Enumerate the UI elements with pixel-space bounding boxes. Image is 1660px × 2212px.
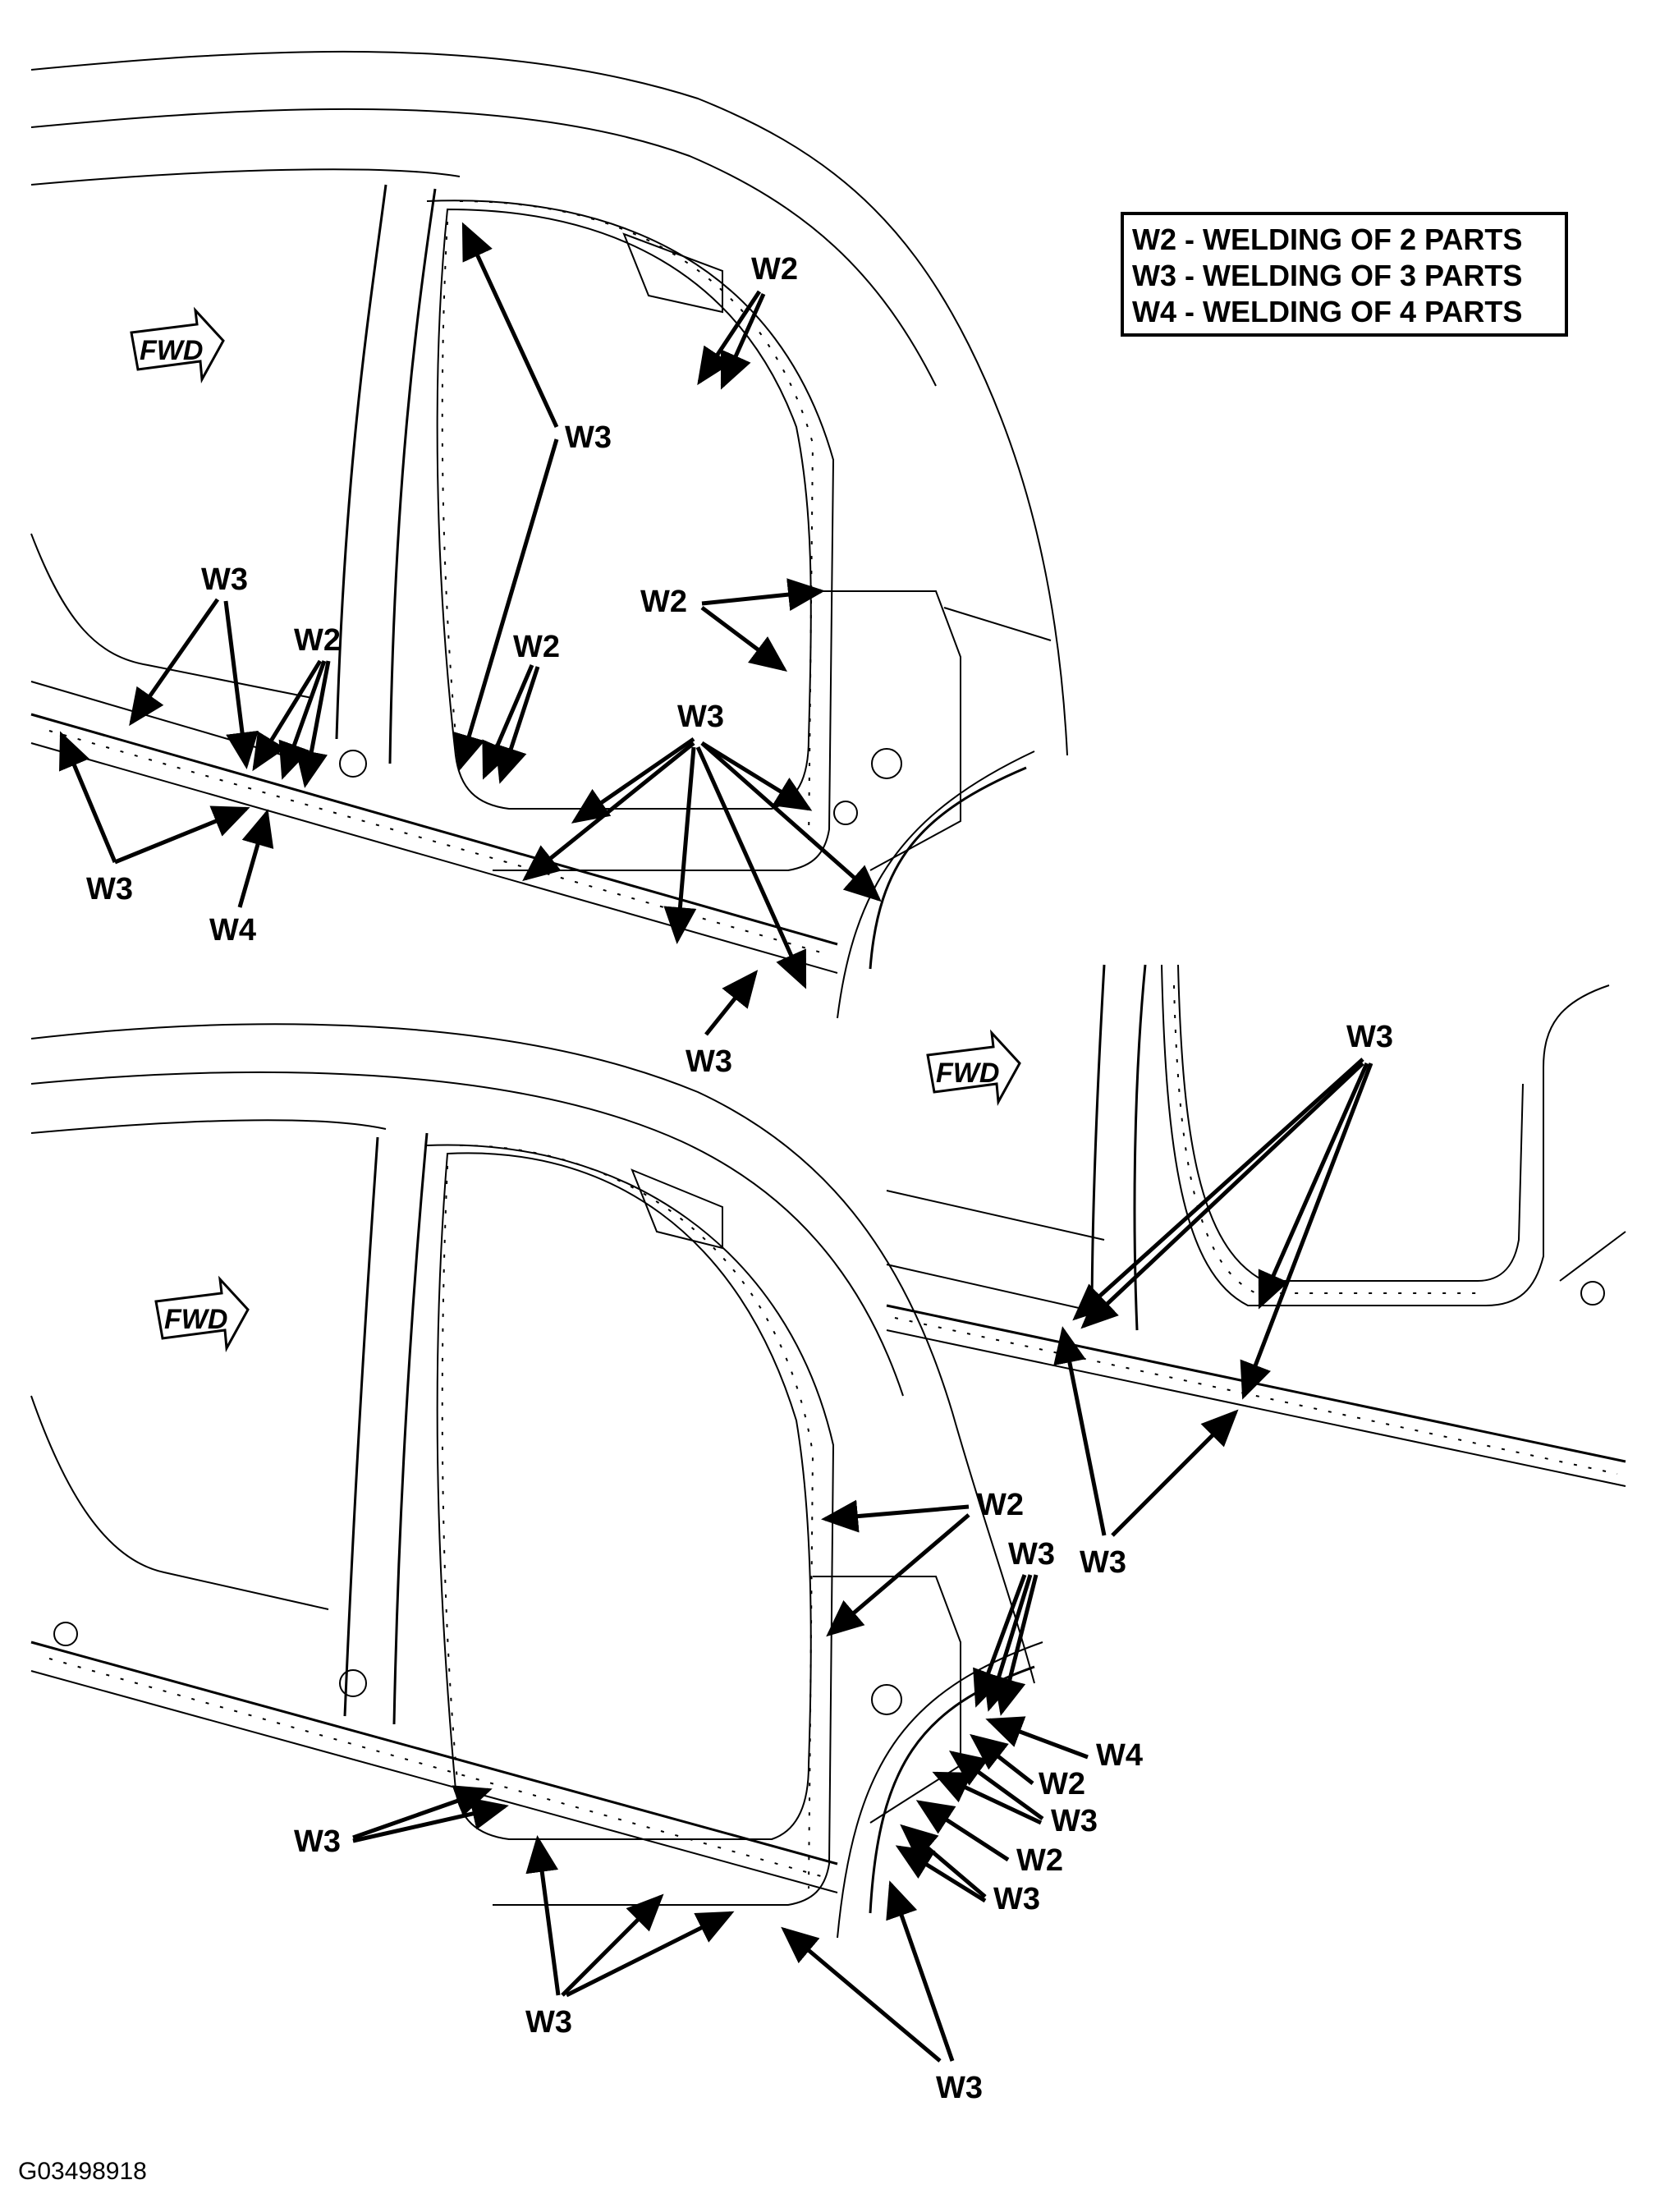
detail-fwd-arrow: FWD — [926, 1029, 1021, 1106]
upper-fwd-label: FWD — [140, 335, 203, 366]
callout-w3: W3 — [677, 700, 724, 734]
callout-w2: W2 — [977, 1488, 1024, 1522]
callout-w2: W2 — [1016, 1843, 1063, 1878]
lower-callouts: W2 W3 W4 W2 W3 W2 W3 W3 W3 W3 — [294, 1488, 1143, 2105]
legend-item-w4: W4 - WELDING OF 4 PARTS — [1132, 295, 1523, 328]
detail-fwd-label: FWD — [936, 1058, 999, 1089]
detail-body-side-view — [886, 964, 1626, 1487]
callout-w2: W2 — [640, 585, 687, 619]
upper-callouts: W2 W3 W2 W3 W2 W2 W3 W3 W4 W3 — [59, 222, 882, 1079]
callout-w3: W3 — [686, 1044, 732, 1079]
callout-w3: W3 — [936, 2071, 983, 2105]
figure-id: G03498918 — [18, 2158, 147, 2185]
callout-w2: W2 — [1039, 1767, 1085, 1801]
legend-item-w3: W3 - WELDING OF 3 PARTS — [1132, 259, 1523, 292]
lower-body-side-view — [30, 1023, 1043, 1939]
callout-w2: W2 — [513, 630, 560, 664]
callout-w3: W3 — [1080, 1545, 1126, 1580]
lower-fwd-label: FWD — [164, 1304, 227, 1335]
lower-fwd-arrow: FWD — [154, 1275, 250, 1352]
callout-w3: W3 — [1008, 1537, 1055, 1572]
callout-w4: W4 — [209, 913, 256, 948]
callout-w3: W2 — [294, 623, 341, 658]
callout-w2: W2 — [751, 252, 798, 287]
callout-w2: W3 — [201, 562, 248, 597]
callout-w3: W3 — [86, 872, 133, 906]
detail-callouts: W3 W3 — [1053, 1020, 1393, 1580]
callout-w4: W4 — [1096, 1738, 1143, 1773]
callout-w3: W3 — [1346, 1020, 1393, 1054]
callout-w3: W3 — [1051, 1804, 1098, 1838]
legend-item-w2: W2 - WELDING OF 2 PARTS — [1132, 223, 1523, 256]
callout-w3: W3 — [993, 1882, 1040, 1916]
upper-body-side-view — [30, 50, 1068, 1019]
weld-legend: W2 - WELDING OF 2 PARTS W3 - WELDING OF … — [1121, 212, 1568, 337]
upper-fwd-arrow: FWD — [130, 306, 225, 383]
callout-w3: W3 — [565, 420, 612, 455]
callout-w3: W3 — [294, 1824, 341, 1859]
callout-w3: W3 — [525, 2005, 572, 2040]
